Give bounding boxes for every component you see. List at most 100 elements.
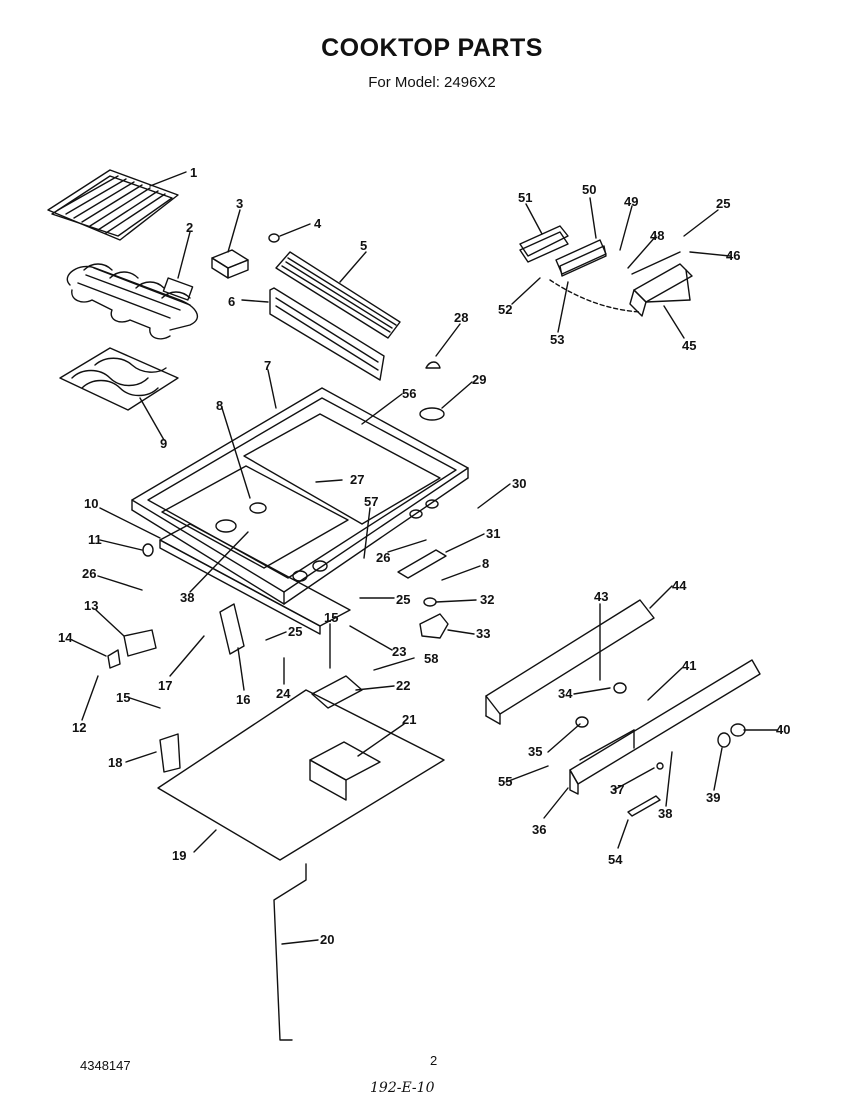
part-label-54 <box>627 795 661 817</box>
part-knob-40 <box>730 723 746 737</box>
part-bracket-50 <box>555 239 607 277</box>
part-clip-34 <box>613 682 627 694</box>
part-switch-33 <box>419 613 449 639</box>
callout-41: 41 <box>682 658 696 673</box>
callout-51: 51 <box>518 190 532 205</box>
part-bracket-14 <box>107 649 121 669</box>
callout-55: 55 <box>498 774 512 789</box>
callout-16: 16 <box>236 692 250 707</box>
part-well-10 <box>159 523 351 635</box>
callout-54: 54 <box>608 852 623 867</box>
callout-2: 2 <box>186 220 193 235</box>
callout-36: 36 <box>532 822 546 837</box>
callout-8-b: 8 <box>482 556 489 571</box>
part-bracket-18 <box>159 733 181 773</box>
callout-50: 50 <box>582 182 596 197</box>
callout-39: 39 <box>706 790 720 805</box>
callout-45: 45 <box>682 338 696 353</box>
part-clip-35 <box>575 716 589 728</box>
callout-40: 40 <box>776 722 790 737</box>
callout-23: 23 <box>392 644 406 659</box>
callout-27: 27 <box>350 472 364 487</box>
callout-33: 33 <box>476 626 490 641</box>
part-grate-9 <box>59 347 179 411</box>
callout-17: 17 <box>158 678 172 693</box>
part-cooktop-7 <box>131 387 469 605</box>
page-title: COOKTOP PARTS <box>321 34 543 62</box>
callout-10: 10 <box>84 496 98 511</box>
callout-35: 35 <box>528 744 542 759</box>
callout-48: 48 <box>650 228 664 243</box>
callout-15: 15 <box>116 690 130 705</box>
part-knob-28 <box>425 361 441 369</box>
callout-1: 1 <box>190 165 197 180</box>
callout-13: 13 <box>84 598 98 613</box>
callout-21: 21 <box>402 712 416 727</box>
part-washer-32 <box>423 597 437 607</box>
part-screw-37 <box>656 762 664 770</box>
callout-9: 9 <box>160 436 167 451</box>
callout-38-b: 38 <box>658 806 672 821</box>
callout-25-b: 25 <box>396 592 410 607</box>
callout-43: 43 <box>594 589 608 604</box>
callout-34: 34 <box>558 686 573 701</box>
callout-5: 5 <box>360 238 367 253</box>
part-vent-grille-5 <box>275 251 401 339</box>
callout-52: 52 <box>498 302 512 317</box>
part-clip-11 <box>142 543 154 557</box>
part-rod-20 <box>273 863 307 1041</box>
callout-37: 37 <box>610 782 624 797</box>
callout-56: 56 <box>402 386 416 401</box>
callout-30: 30 <box>512 476 526 491</box>
callout-15-b: 15 <box>324 610 338 625</box>
callout-3: 3 <box>236 196 243 211</box>
part-rod-46 <box>631 251 681 275</box>
part-plate-51 <box>519 225 569 263</box>
callout-7: 7 <box>264 358 271 373</box>
callout-11: 11 <box>88 532 102 547</box>
part-element-2 <box>66 263 199 340</box>
callout-14: 14 <box>58 630 73 645</box>
callout-58: 58 <box>424 651 438 666</box>
callout-31: 31 <box>486 526 500 541</box>
part-bracket-16 <box>219 603 245 655</box>
callout-24: 24 <box>276 686 291 701</box>
part-grate-1 <box>47 169 179 241</box>
callout-32: 32 <box>480 592 494 607</box>
part-rail-36 <box>569 659 761 795</box>
callout-18: 18 <box>108 755 122 770</box>
callout-20: 20 <box>320 932 334 947</box>
part-receptacle-13 <box>123 629 157 657</box>
callout-22: 22 <box>396 678 410 693</box>
callout-29: 29 <box>472 372 486 387</box>
part-bottom-panel-19 <box>157 689 445 861</box>
callout-19: 19 <box>172 848 186 863</box>
part-handle-45 <box>629 263 693 317</box>
callout-46: 46 <box>726 248 740 263</box>
document-number: 4348147 <box>80 1058 131 1073</box>
callout-25: 25 <box>288 624 302 639</box>
callout-6: 6 <box>228 294 235 309</box>
callout-25-c: 25 <box>716 196 730 211</box>
callout-44: 44 <box>672 578 687 593</box>
page-number: 2 <box>430 1053 438 1068</box>
callout-57: 57 <box>364 494 378 509</box>
callout-12: 12 <box>72 720 86 735</box>
part-knob-39 <box>717 732 731 748</box>
part-rail-44 <box>485 599 655 725</box>
callout-8: 8 <box>216 398 223 413</box>
callout-49: 49 <box>624 194 638 209</box>
part-gasket-29 <box>419 407 445 421</box>
callout-53: 53 <box>550 332 564 347</box>
handwritten-code: 192-E-10 <box>370 1080 435 1096</box>
part-bracket-22 <box>311 675 363 709</box>
callout-38: 38 <box>180 590 194 605</box>
part-switch-31 <box>397 549 447 579</box>
part-vent-frame-6 <box>269 287 385 381</box>
part-terminal-block-3 <box>211 249 249 279</box>
model-subtitle: For Model: 2496X2 <box>368 74 496 91</box>
part-nut-4 <box>268 233 280 243</box>
callout-26-b: 26 <box>376 550 390 565</box>
callout-4: 4 <box>314 216 322 231</box>
